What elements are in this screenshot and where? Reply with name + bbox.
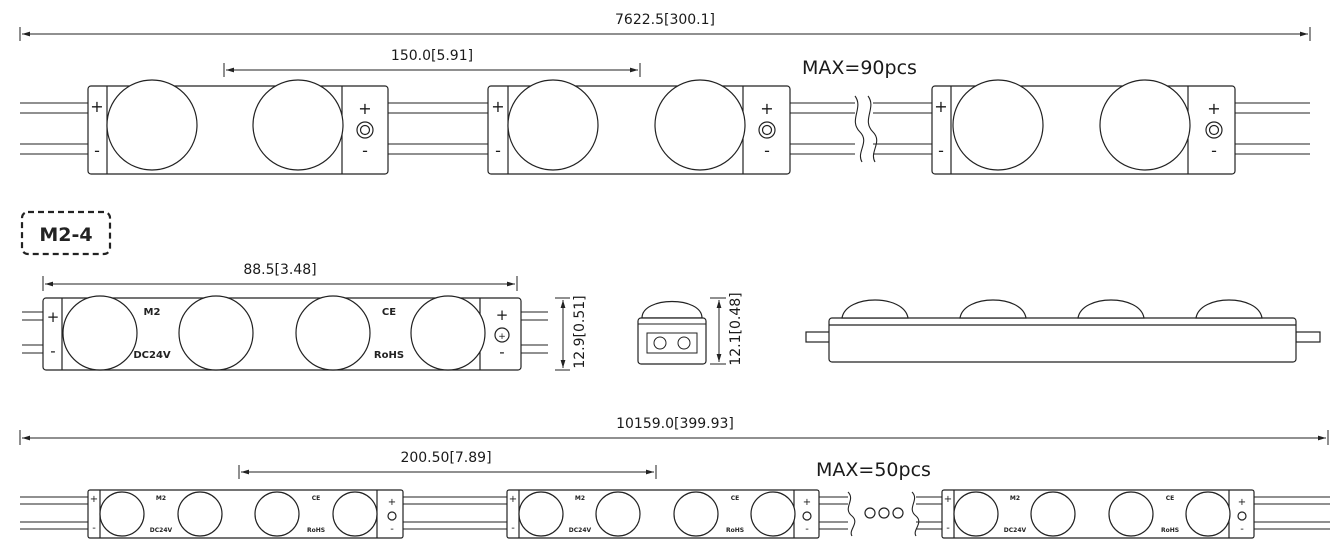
front-module-body — [42, 295, 522, 371]
minus-sign: - — [390, 524, 394, 535]
top-wires — [20, 95, 1310, 163]
plus-sign: + — [358, 99, 371, 118]
rohs-mark: RoHS — [307, 527, 325, 534]
rohs-mark: RoHS — [1161, 527, 1179, 534]
front-wires — [22, 311, 548, 354]
plus-sign: + — [90, 494, 98, 505]
top-row: 7622.5[300.1] 150.0[5.91] MAX=90pcs — [19, 12, 1311, 175]
bottom-module-1 — [87, 489, 404, 539]
voltage-text: DC24V — [150, 527, 173, 534]
profile-view — [805, 299, 1321, 363]
plus-sign: + — [1238, 497, 1246, 508]
minus-sign: - — [92, 523, 96, 534]
ce-mark: CE — [1166, 495, 1175, 502]
minus-sign: - — [1240, 524, 1244, 535]
minus-sign: - — [938, 141, 944, 160]
minus-sign: - — [764, 141, 770, 160]
module-height-label: 12.9[0.51] — [572, 295, 588, 368]
rohs-mark: RoHS — [374, 350, 404, 361]
ce-mark: CE — [312, 495, 321, 502]
minus-sign: - — [946, 523, 950, 534]
module-model-text: M2 — [156, 495, 166, 502]
bottom-total-dimension: 10159.0[399.93] — [19, 416, 1329, 445]
bottom-pitch-label: 200.50[7.89] — [400, 450, 491, 466]
bottom-polarity-marks: + - + - + - + - + - + - — [90, 494, 1246, 535]
minus-sign: - — [511, 523, 515, 534]
top-module-1 — [87, 79, 389, 175]
front-view: 88.5[3.48] + + - + - M2 DC24V CE RoHS — [22, 262, 588, 371]
bottom-module-3 — [941, 489, 1255, 539]
minus-sign: - — [495, 141, 501, 160]
minus-sign: - — [1211, 141, 1217, 160]
model-badge: M2-4 — [20, 210, 112, 256]
top-module-2 — [487, 79, 791, 175]
voltage-text: DC24V — [1004, 527, 1027, 534]
top-total-dimension: 7622.5[300.1] — [19, 12, 1311, 41]
side-height-label: 12.1[0.48] — [728, 292, 744, 365]
top-max-qty-label: MAX=90pcs — [802, 57, 917, 79]
plus-sign: + — [803, 497, 811, 508]
top-pitch-label: 150.0[5.91] — [391, 48, 473, 64]
top-total-length-label: 7622.5[300.1] — [615, 12, 715, 28]
continuation-dots — [864, 507, 904, 519]
minus-sign: - — [94, 141, 100, 160]
bottom-row: 10159.0[399.93] 200.50[7.89] MAX=50pcs — [19, 416, 1330, 539]
plus-sign: + — [491, 97, 504, 116]
model-label: M2-4 — [39, 224, 92, 246]
bottom-wires — [20, 491, 1330, 537]
front-length-dimension: 88.5[3.48] — [42, 262, 518, 291]
plus-sign: + — [496, 306, 509, 324]
bottom-module-labels: M2 DC24V CE RoHS M2 DC24V CE RoHS M2 DC2… — [150, 495, 1179, 534]
top-pitch-dimension: 150.0[5.91] — [223, 48, 641, 77]
ce-mark: CE — [731, 495, 740, 502]
bottom-total-length-label: 10159.0[399.93] — [616, 416, 734, 432]
plus-sign: + — [944, 494, 952, 505]
plus-sign: + — [1207, 99, 1220, 118]
voltage-text: DC24V — [133, 350, 171, 361]
module-length-label: 88.5[3.48] — [243, 262, 316, 278]
bottom-module-2 — [506, 489, 820, 539]
plus-sign: + — [47, 308, 60, 326]
bottom-max-qty-label: MAX=50pcs — [816, 459, 931, 481]
rohs-mark: RoHS — [726, 527, 744, 534]
module-model-text: M2 — [1010, 495, 1020, 502]
side-view: 12.1[0.48] — [637, 292, 744, 366]
minus-sign: - — [50, 342, 55, 360]
minus-sign: - — [805, 524, 809, 535]
top-polarity-marks: + - + - + - + - + - + - — [90, 97, 1220, 160]
plus-sign: + — [498, 332, 506, 342]
module-model-text: M2 — [144, 307, 161, 318]
voltage-text: DC24V — [569, 527, 592, 534]
top-module-3 — [931, 79, 1236, 175]
minus-sign: - — [362, 141, 368, 160]
module-model-text: M2 — [575, 495, 585, 502]
plus-sign: + — [934, 97, 947, 116]
plus-sign: + — [509, 494, 517, 505]
plus-sign: + — [90, 97, 103, 116]
minus-sign: - — [499, 343, 504, 361]
ce-mark: CE — [382, 307, 396, 318]
front-height-dimension: 12.9[0.51] — [555, 295, 588, 371]
bottom-pitch-dimension: 200.50[7.89] — [238, 450, 657, 479]
plus-sign: + — [388, 497, 396, 508]
plus-sign: + — [760, 99, 773, 118]
